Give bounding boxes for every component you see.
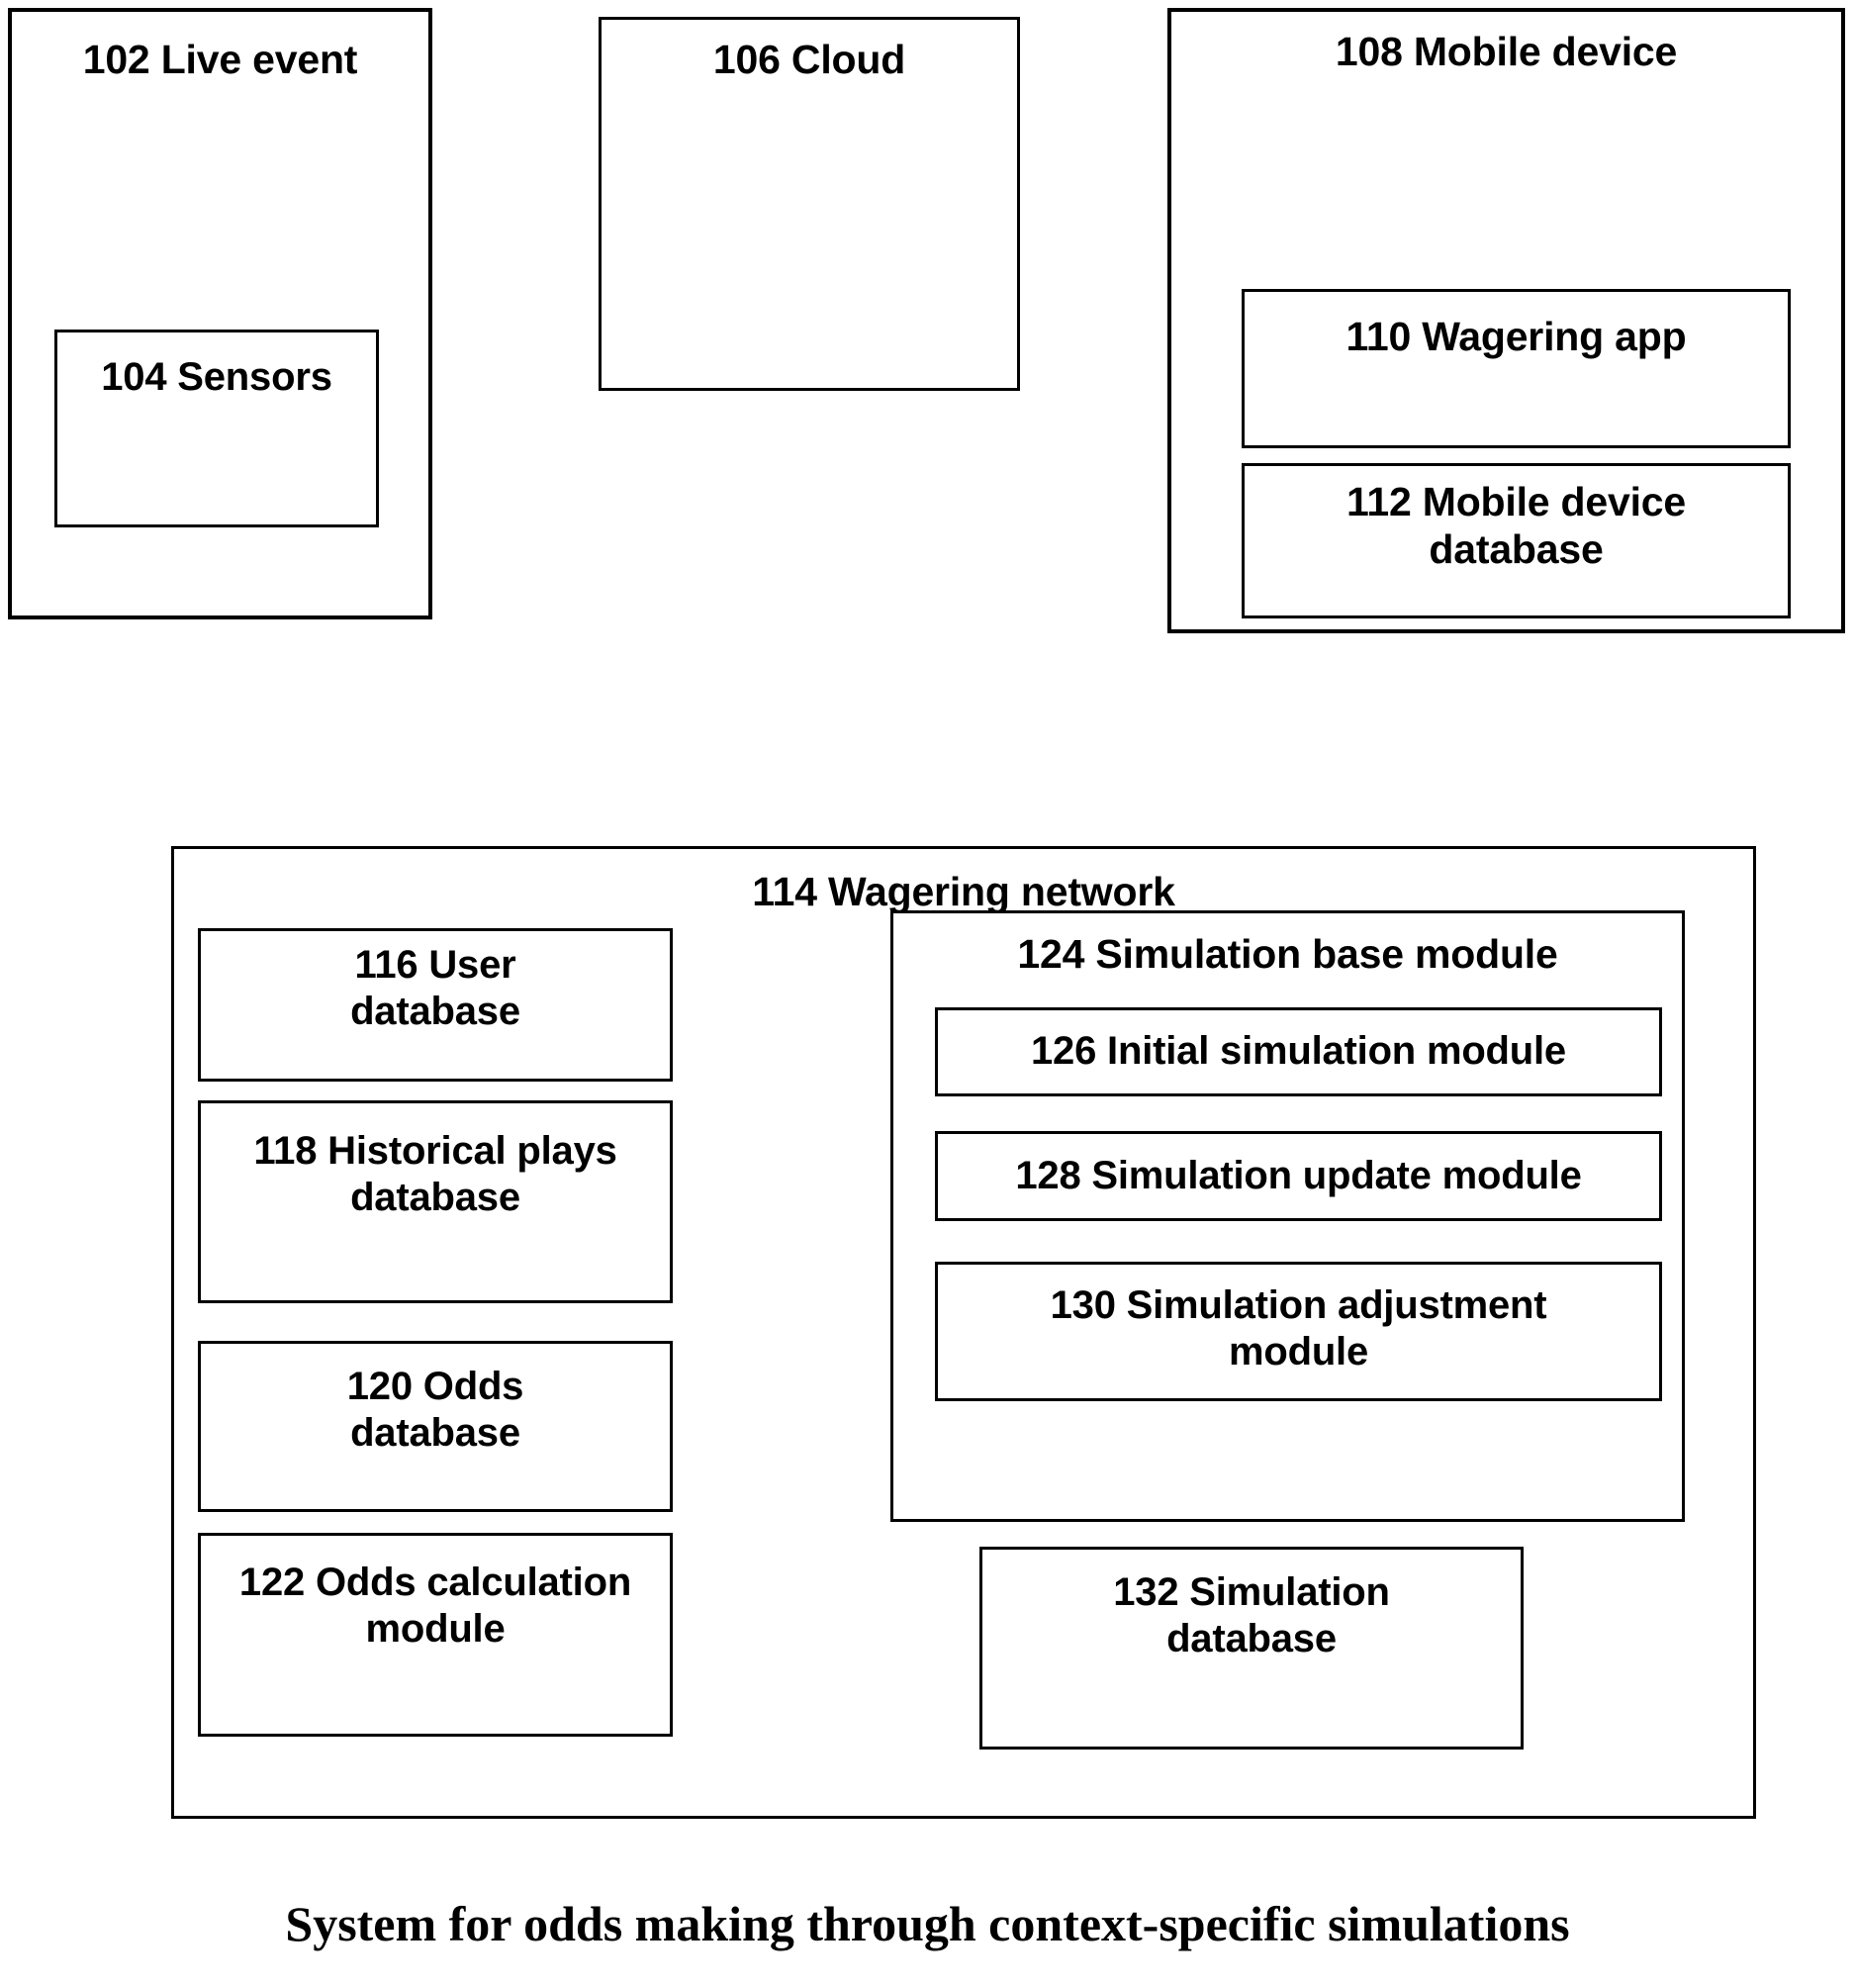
live-event-label: 102 Live event bbox=[82, 37, 358, 82]
mobile-device-database-block bbox=[1242, 463, 1791, 618]
cloud-block bbox=[599, 17, 1020, 391]
simulation-database-block bbox=[979, 1547, 1524, 1750]
simulation-update-module-label: 128 Simulation update module bbox=[1015, 1154, 1582, 1197]
initial-simulation-module-block bbox=[935, 1007, 1662, 1096]
simulation-base-module-label: 124 Simulation base module bbox=[1017, 931, 1558, 977]
sensors-block bbox=[54, 330, 379, 527]
simulation-adjustment-module-label: 130 Simulation adjustment module bbox=[1050, 1283, 1547, 1374]
cloud-label: 106 Cloud bbox=[712, 37, 906, 82]
figure-caption: System for odds making through context-s… bbox=[285, 1896, 1570, 1951]
odds-calculation-module-block bbox=[198, 1533, 673, 1737]
sensors-label: 104 Sensors bbox=[101, 355, 332, 399]
wagering-app-block bbox=[1242, 289, 1791, 448]
simulation-update-module-block bbox=[935, 1131, 1662, 1221]
simulation-database-label: 132 Simulation database bbox=[1113, 1570, 1390, 1661]
odds-database-block bbox=[198, 1341, 673, 1512]
historical-plays-database-block bbox=[198, 1100, 673, 1303]
user-database-label: 116 User database bbox=[350, 943, 520, 1034]
odds-database-label: 120 Odds database bbox=[346, 1365, 524, 1456]
simulation-adjustment-module-block bbox=[935, 1262, 1662, 1401]
mobile-device-label: 108 Mobile device bbox=[1335, 29, 1678, 74]
historical-plays-database-label: 118 Historical plays database bbox=[253, 1129, 617, 1220]
mobile-device-database-label: 112 Mobile device database bbox=[1346, 479, 1686, 573]
live-event-block bbox=[8, 8, 432, 619]
odds-calculation-module-label: 122 Odds calculation module bbox=[238, 1561, 632, 1652]
wagering-network-label: 114 Wagering network bbox=[752, 869, 1175, 914]
initial-simulation-module-label: 126 Initial simulation module bbox=[1031, 1029, 1566, 1073]
wagering-app-label: 110 Wagering app bbox=[1345, 314, 1687, 359]
user-database-block bbox=[198, 928, 673, 1082]
